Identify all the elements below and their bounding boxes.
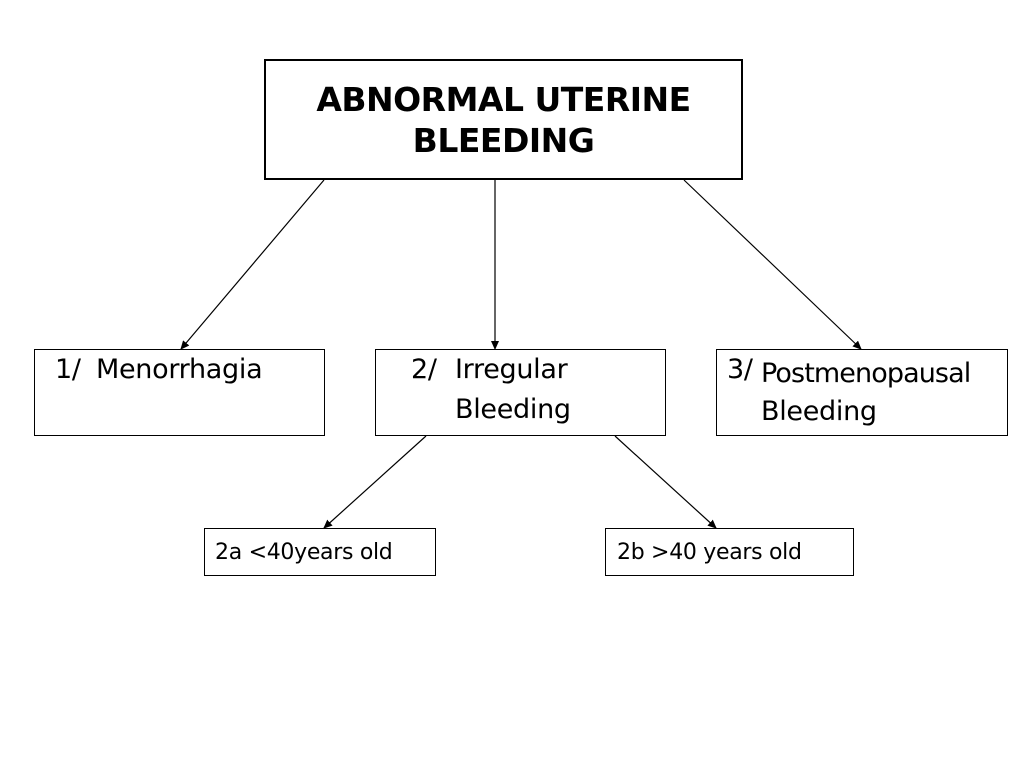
subcategory-2b-label: 2b >40 years old: [617, 540, 802, 565]
category-2-label-line-2: Bleeding: [455, 394, 571, 425]
category-2-label-line-1: Irregular: [455, 354, 568, 385]
category-1-prefix: 1/: [55, 354, 81, 385]
arrow-root-to-menorrhagia: [180, 179, 325, 350]
root-title-line-1: ABNORMAL UTERINE: [316, 79, 691, 119]
category-node-postmenopausal-bleeding: 3/ Postmenopausal Bleeding: [716, 349, 1008, 436]
category-3-prefix: 3/: [727, 354, 753, 385]
category-3-label-line-2: Bleeding: [761, 396, 877, 427]
root-title-line-2: BLEEDING: [412, 120, 595, 160]
category-3-label-line-1: Postmenopausal: [761, 358, 971, 389]
category-1-label-line-1: Menorrhagia: [96, 354, 263, 385]
root-node-abnormal-uterine-bleeding: ABNORMAL UTERINE BLEEDING: [264, 59, 743, 180]
category-node-irregular-bleeding: 2/ Irregular Bleeding: [375, 349, 666, 436]
arrow-root-to-postmenopausal-bleeding: [683, 179, 862, 350]
subcategory-2a-label: 2a <40years old: [215, 540, 393, 565]
subcategory-node-under-40: 2a <40years old: [204, 528, 436, 576]
arrow-irregular-to-over-40: [614, 435, 717, 529]
category-2-prefix: 2/: [411, 354, 437, 385]
root-node-title: ABNORMAL UTERINE BLEEDING: [316, 79, 691, 161]
subcategory-node-over-40: 2b >40 years old: [605, 528, 854, 576]
category-node-menorrhagia: 1/ Menorrhagia: [34, 349, 325, 436]
arrow-irregular-to-under-40: [323, 435, 427, 529]
